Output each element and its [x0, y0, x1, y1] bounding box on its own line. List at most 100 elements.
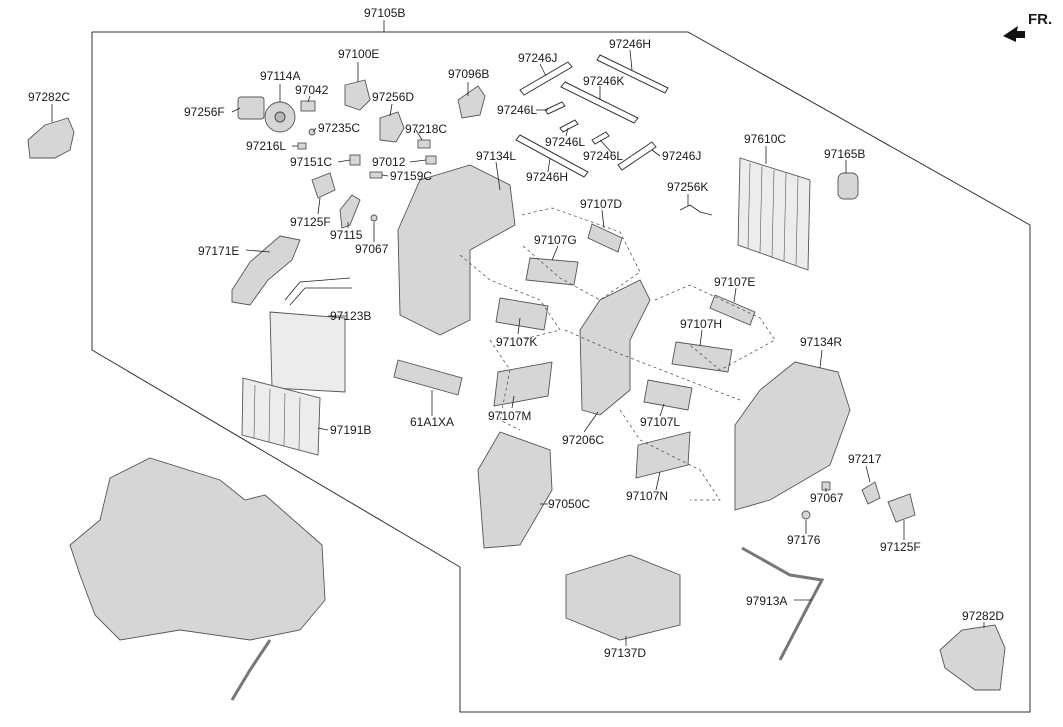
part-97246J-top-strip	[519, 61, 573, 96]
part-97107H-shape	[671, 341, 733, 373]
label-97246H-top: 97246H	[609, 37, 651, 51]
part-97256F-shape	[237, 96, 265, 120]
part-97134R-shape	[734, 361, 851, 511]
label-97107L: 97107L	[640, 415, 680, 429]
part-97137D-shape	[565, 554, 681, 641]
label-97191B: 97191B	[330, 423, 371, 437]
part-97610C-shape	[737, 157, 811, 271]
label-97107E: 97107E	[714, 275, 755, 289]
label-97107H: 97107H	[680, 317, 722, 331]
part-97151C-shape	[349, 154, 361, 166]
part-97107D-shape	[587, 223, 623, 253]
label-97218C: 97218C	[405, 122, 447, 136]
part-97246L-c-strip	[591, 131, 610, 145]
front-direction-label: FR.	[1028, 11, 1052, 28]
label-97235C: 97235C	[318, 121, 360, 135]
part-97107M-shape	[493, 361, 553, 407]
part-97125F-top-shape	[311, 172, 336, 199]
label-61A1XA: 61A1XA	[410, 415, 454, 429]
label-97282D: 97282D	[962, 609, 1004, 623]
part-97123B-shape	[269, 311, 346, 393]
label-97115: 97115	[330, 228, 363, 242]
part-61A1XA-shape	[393, 359, 463, 396]
label-97913A: 97913A	[746, 594, 787, 608]
label-97282C: 97282C	[28, 90, 70, 104]
part-97134L-shape	[397, 164, 516, 336]
complete-assembly-hose	[230, 639, 272, 701]
part-97256D-shape	[379, 111, 405, 143]
label-97206C: 97206C	[562, 433, 604, 447]
part-97246L-a-strip	[544, 101, 566, 115]
part-97123B-tubes	[284, 277, 352, 306]
part-97012-shape	[425, 155, 437, 165]
part-97115-shape	[339, 194, 361, 229]
label-97134L: 97134L	[476, 149, 516, 163]
label-97042: 97042	[295, 83, 329, 97]
part-97042-shape	[300, 100, 316, 112]
label-97246H-bot: 97246H	[526, 170, 568, 184]
label-97246J-bot: 97246J	[662, 149, 701, 163]
label-97246L-a: 97246L	[497, 103, 537, 117]
part-97217-shape	[861, 481, 881, 505]
label-97246L-b: 97246L	[545, 135, 585, 149]
part-97159C-shape	[369, 171, 383, 179]
front-direction-marker: FR.	[1003, 11, 1052, 42]
label-97107D: 97107D	[580, 197, 622, 211]
label-97107G: 97107G	[534, 233, 577, 247]
part-97107L-shape	[643, 379, 693, 411]
part-97206C-shape	[579, 279, 651, 416]
label-97107N: 97107N	[626, 489, 668, 503]
label-97125F-top: 97125F	[290, 215, 331, 229]
label-97096B: 97096B	[448, 67, 489, 81]
callout-labels: 97105B 97282C 97100E 97114A 97042 97256F…	[28, 6, 1004, 660]
label-97134R: 97134R	[800, 335, 842, 349]
label-97050C: 97050C	[548, 497, 590, 511]
label-97137D: 97137D	[604, 646, 646, 660]
label-97216L: 97216L	[246, 139, 286, 153]
label-97067-top: 97067	[355, 242, 389, 256]
label-97176: 97176	[787, 533, 821, 547]
part-97067-top-shape	[370, 214, 378, 222]
part-97218C-shape	[417, 139, 431, 149]
part-97235C-shape	[308, 128, 316, 136]
front-arrow-icon	[1003, 26, 1025, 42]
label-97246L-c: 97246L	[583, 149, 623, 163]
part-97171E-shape	[231, 235, 301, 306]
label-97012: 97012	[372, 155, 406, 169]
part-97125F-bot-shape	[887, 493, 916, 523]
part-97107E-shape	[709, 294, 756, 326]
label-97217: 97217	[848, 452, 882, 466]
label-97125F-bot: 97125F	[880, 540, 921, 554]
part-97100E-shape	[344, 79, 371, 111]
part-97216L-shape	[297, 142, 307, 150]
part-97282C-shape	[27, 117, 75, 159]
label-97256D: 97256D	[372, 90, 414, 104]
label-97107M: 97107M	[488, 409, 531, 423]
label-97256K: 97256K	[667, 180, 708, 194]
assembly-guides	[459, 207, 776, 501]
part-97246L-b-strip	[559, 119, 579, 133]
part-97191B-shape	[241, 377, 321, 456]
label-97067-bot: 97067	[810, 491, 844, 505]
label-97100E: 97100E	[338, 47, 379, 61]
part-97176-shape	[801, 510, 811, 520]
label-97159C: 97159C	[390, 169, 432, 183]
label-97256F: 97256F	[184, 105, 225, 119]
label-97165B: 97165B	[824, 147, 865, 161]
part-97913A-shape	[741, 546, 825, 661]
part-97191B-grill	[253, 384, 301, 451]
leader-lines	[51, 20, 985, 646]
label-97246K: 97246K	[583, 74, 624, 88]
part-97096B-shape	[457, 85, 486, 119]
label-97105B: 97105B	[364, 6, 405, 20]
part-97165B-shape	[837, 172, 859, 200]
part-97256K-shape	[679, 204, 713, 216]
part-97246K-strip	[560, 81, 639, 124]
complete-assembly-shape	[69, 457, 326, 641]
label-97171E: 97171E	[198, 244, 239, 258]
part-97246H-top-strip	[596, 54, 669, 94]
part-97050C-shape	[477, 431, 553, 549]
part-97246H-bot-strip	[515, 134, 589, 178]
part-97107K-shape	[495, 297, 549, 331]
